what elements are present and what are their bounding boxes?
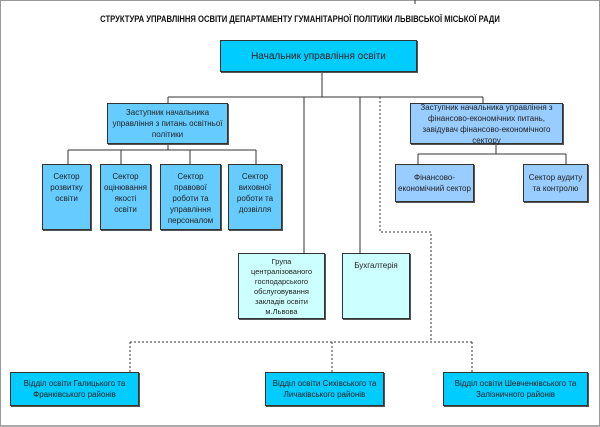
diagram-title: СТРУКТУРА УПРАВЛІННЯ ОСВІТИ ДЕПАРТАМЕНТУ… <box>100 14 500 24</box>
audit-sector-box: Сектор аудиту та контролю <box>523 164 588 202</box>
deputy-finance-label: Заступник начальника управління з фінанс… <box>420 102 553 145</box>
service-group-box: Група централізованого господарського об… <box>238 253 325 319</box>
sector-label: Сектор оцінювання якості освіти <box>103 172 147 214</box>
audit-sector-label: Сектор аудиту та контролю <box>528 173 583 193</box>
accounting-box: Бухгалтерія <box>342 253 410 319</box>
head-label: Начальник управління освіти <box>251 50 386 62</box>
sector-box: Сектор розвитку освіти <box>42 164 91 230</box>
finance-sector-label: Фінансово-економічний сектор <box>398 173 471 193</box>
head-box: Начальник управління освіти <box>220 40 417 72</box>
deputy-education-label: Заступник начальника управління з питань… <box>112 108 223 139</box>
district-label: Відділ освіти Сихівського та Личаківсько… <box>272 379 377 399</box>
sector-label: Сектор правової роботи та управління пер… <box>167 172 214 225</box>
district-box: Відділ освіти Шевченківського та Залізни… <box>443 372 588 406</box>
accounting-label: Бухгалтерія <box>354 261 398 270</box>
district-label: Відділ освіти Шевченківського та Залізни… <box>454 379 577 399</box>
service-group-label: Група централізованого господарського об… <box>251 257 312 316</box>
sector-box: Сектор правової роботи та управління пер… <box>160 164 221 230</box>
deputy-education-box: Заступник начальника управління з питань… <box>107 103 228 144</box>
sector-label: Сектор виховної роботи та дозвілля <box>236 172 274 214</box>
district-label: Відділ освіти Галицького та Франківськог… <box>23 379 126 399</box>
sector-box: Сектор оцінювання якості освіти <box>100 164 151 230</box>
deputy-finance-box: Заступник начальника управління з фінанс… <box>410 102 563 145</box>
district-box: Відділ освіти Галицького та Франківськог… <box>10 372 139 406</box>
sector-box: Сектор виховної роботи та дозвілля <box>228 164 282 230</box>
district-box: Відділ освіти Сихівського та Личаківсько… <box>265 372 384 406</box>
finance-sector-box: Фінансово-економічний сектор <box>395 164 474 202</box>
sector-label: Сектор розвитку освіти <box>50 172 83 203</box>
